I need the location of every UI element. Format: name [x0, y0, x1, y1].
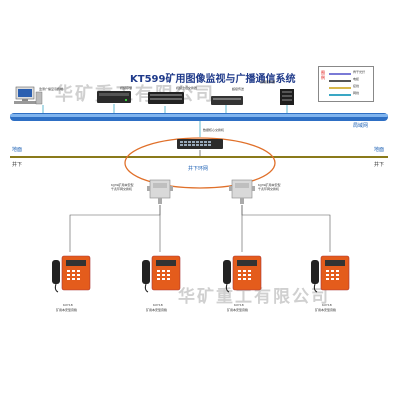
- server-icon: [148, 92, 184, 104]
- surface-device-monitor: 监测广播显示终端: [12, 84, 68, 106]
- interface-box-1: [145, 176, 175, 206]
- device-label: 远程服务器: [260, 80, 276, 84]
- legend-label: 电缆: [353, 77, 360, 81]
- device-label: 超级传送: [232, 87, 245, 91]
- device-label: 视频监控交换器: [176, 86, 198, 90]
- diagram-title: KT599矿用图像监视与广播通信系统: [130, 74, 296, 85]
- legend-swatch: [329, 94, 351, 96]
- legend-heading: 图例: [321, 70, 325, 80]
- phone-desc-3: 矿用本安型音箱: [227, 308, 249, 312]
- phone-desc-4: 矿用本安型音箱: [315, 308, 337, 312]
- surface-device-storage: 视频存储: [95, 86, 145, 105]
- phone-model-1: KXY18: [63, 303, 73, 307]
- phone-unit-1: [48, 250, 94, 300]
- legend-item: 接线: [329, 84, 371, 90]
- interface-label-2: KJJ39矿用本安型 千兆环网交换机: [258, 183, 281, 191]
- legend-swatch: [329, 87, 351, 89]
- phone-model-4: KXY18: [322, 303, 332, 307]
- storage-icon: [97, 91, 131, 103]
- phone-model-2: KXY18: [153, 303, 163, 307]
- legend-item: 骨干光纤: [329, 70, 371, 76]
- legend-label: 网线: [353, 91, 360, 95]
- underground-label-left: 井下: [12, 162, 23, 168]
- computer-icon: [14, 86, 43, 105]
- surface-device-transmitter: 超级传送: [210, 87, 255, 105]
- switch-icon: [177, 139, 223, 149]
- server-rack-icon: [280, 89, 294, 105]
- phone-links: [69, 205, 331, 252]
- legend-label: 骨干光纤: [353, 70, 366, 74]
- junction-box-icon: [229, 179, 255, 204]
- legend-swatch: [329, 73, 351, 75]
- interface-label-1: KJJ39矿用本安型 千兆环网交换机: [111, 183, 134, 191]
- transmitter-icon: [211, 96, 243, 105]
- explosion-proof-phone-icon: [142, 255, 181, 293]
- device-label: 监测广播显示终端: [39, 87, 64, 91]
- phone-unit-2: [138, 250, 184, 300]
- phone-desc-2: 矿用本安型音箱: [146, 308, 168, 312]
- surface-device-server: 远程服务器: [260, 80, 318, 106]
- network-label: 局域网: [353, 123, 369, 129]
- underground-ring: [124, 137, 276, 189]
- explosion-proof-phone-icon: [311, 255, 350, 293]
- junction-box-icon: [147, 179, 173, 204]
- explosion-proof-phone-icon: [223, 255, 262, 293]
- phone-desc-1: 矿用本安型音箱: [56, 308, 78, 312]
- ground-label-right: 地面: [374, 147, 385, 153]
- legend-item: 电缆: [329, 77, 371, 83]
- underground-label-right: 井下: [374, 162, 385, 168]
- switch-label: 数据核心交换机: [203, 128, 225, 132]
- explosion-proof-phone-icon: [52, 255, 91, 293]
- core-switch: [176, 136, 224, 150]
- device-drop-lines: [42, 104, 288, 113]
- backbone-bus: [10, 113, 388, 121]
- ground-label-left: 地面: [12, 147, 23, 153]
- interface-box-2: [227, 176, 257, 206]
- device-label: 视频存储: [120, 86, 133, 90]
- legend-label: 接线: [353, 84, 360, 88]
- ring-label: 井下环网: [188, 166, 209, 172]
- phone-model-3: KXY18: [234, 303, 244, 307]
- legend-item: 网线: [329, 91, 371, 97]
- legend: 图例 骨干光纤 电缆 接线 网线: [318, 66, 374, 102]
- surface-device-switcher: 视频监控交换器: [146, 86, 198, 106]
- watermark-bottom: 华矿重工有限公司: [178, 287, 330, 307]
- phone-unit-3: [219, 250, 265, 300]
- phone-unit-4: [307, 250, 353, 300]
- legend-swatch: [329, 80, 351, 82]
